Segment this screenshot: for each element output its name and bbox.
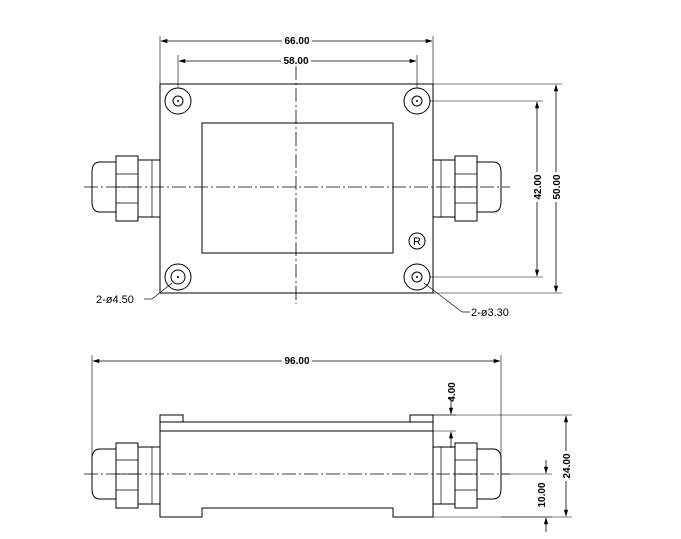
dimension-center-height: 10.00	[501, 460, 552, 532]
dimension-total-height: 24.00	[433, 414, 573, 518]
callout-left-holes: 2-ø4.50	[96, 282, 173, 306]
callout-left-holes-text: 2-ø4.50	[96, 294, 134, 306]
dimension-hole-spacing-y-label: 42.00	[533, 174, 544, 199]
dimension-overall-height: 50.00	[433, 83, 563, 294]
dimension-overall-width: 66.00	[159, 34, 434, 84]
dimension-total-height-label: 24.00	[562, 453, 573, 478]
dimension-lid-height-label: 4.00	[447, 382, 458, 402]
callout-right-holes-text: 2-ø3.30	[471, 307, 509, 319]
enclosure-body-side	[159, 431, 434, 518]
mounting-hole-bottom-right	[403, 263, 431, 291]
cable-gland-right	[432, 155, 502, 222]
dimension-overall-width-label: 66.00	[284, 36, 309, 47]
label-window	[201, 122, 394, 254]
mounting-hole-top-right	[403, 87, 431, 115]
logo-mark: R	[408, 232, 426, 250]
mounting-hole-bottom-left	[164, 263, 192, 291]
dimension-total-length-label: 96.00	[284, 356, 309, 367]
cable-gland-right-side	[432, 442, 502, 509]
dimension-hole-spacing-y: 42.00	[430, 100, 544, 278]
mounting-hole-top-left	[164, 87, 192, 115]
top-view: R 66	[84, 34, 563, 319]
lid-side	[159, 414, 434, 432]
dimension-hole-spacing-x: 58.00	[177, 54, 418, 88]
dimension-hole-spacing-x-label: 58.00	[283, 56, 308, 67]
dimension-center-height-label: 10.00	[537, 482, 548, 507]
cable-gland-left	[91, 155, 161, 222]
callout-right-holes: 2-ø3.30	[423, 282, 509, 319]
side-view: 96.00 4.00 24.00 10.00	[84, 354, 573, 532]
cable-gland-left-side	[91, 442, 161, 509]
logo-mark-text: R	[413, 236, 421, 248]
dimension-overall-height-label: 50.00	[552, 174, 563, 199]
enclosure-body-top	[159, 83, 434, 294]
dimension-total-length: 96.00	[91, 354, 502, 474]
